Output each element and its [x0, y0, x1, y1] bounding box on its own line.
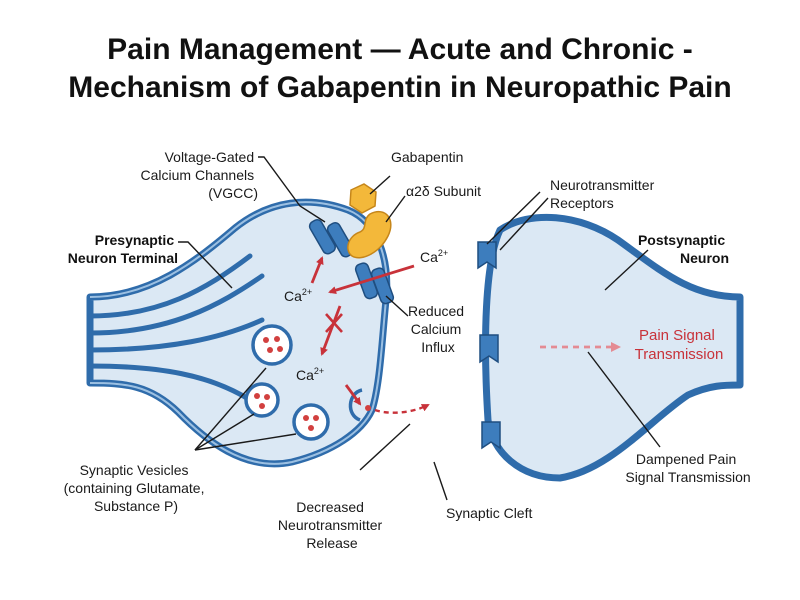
dampened-signal-label: Dampened Pain Signal Transmission [625, 451, 750, 485]
synaptic-vesicles-label: Synaptic Vesicles (containing Glutamate,… [64, 462, 209, 514]
ca-outside-label: Ca2+ [420, 248, 448, 265]
block-cross-icon [325, 313, 343, 333]
postsynaptic-label: Postsynaptic Neuron [638, 232, 729, 266]
title-line-1: Pain Management — Acute and Chronic - [107, 33, 693, 66]
ca-inner-label: Ca2+ [284, 287, 312, 304]
neurotransmitter-receptors [477, 241, 501, 450]
vesicle [244, 382, 280, 418]
calcium-arrows [310, 256, 415, 406]
reduced-influx-arrow [328, 264, 415, 295]
synaptic-vesicles [244, 324, 371, 441]
vesicle [292, 403, 330, 441]
receptor [481, 421, 501, 450]
ca-inner-label: Ca2+ [296, 366, 324, 383]
alpha2delta-subunit [347, 211, 392, 259]
receptor [479, 334, 499, 364]
title-line-2: Mechanism of Gabapentin in Neuropathic P… [68, 71, 732, 104]
vgcc-label: Voltage-Gated Calcium Channels (VGCC) [141, 149, 259, 201]
gabapentin-molecule [349, 183, 377, 214]
presynaptic-membrane-inner [89, 201, 388, 465]
leader-lines [178, 156, 661, 501]
blocked-ca-arrow [320, 305, 342, 356]
axon-fibers [87, 253, 265, 403]
reduced-calcium-influx-label: Reduced Calcium Influx [408, 303, 468, 355]
synaptic-cleft-label: Synaptic Cleft [446, 505, 532, 521]
gabapentin-label: Gabapentin [391, 149, 463, 165]
pain-signal-label: Pain Signal Transmission [635, 327, 724, 363]
ca-influx-arrow [310, 256, 324, 284]
fusing-vesicle [348, 388, 371, 422]
receptor [477, 241, 497, 270]
alpha2delta-subunit-label: α2δ Subunit [406, 183, 481, 199]
decreased-release-label: Decreased Neurotransmitter Release [278, 499, 386, 551]
vgcc-channel-upper [308, 218, 354, 258]
ca-to-vesicle-arrow [344, 384, 362, 406]
presynaptic-label: Presynaptic Neuron Terminal [68, 232, 178, 266]
release-arrow [374, 403, 430, 414]
receptors-label: Neurotransmitter Receptors [550, 177, 658, 211]
vesicle [251, 324, 293, 366]
